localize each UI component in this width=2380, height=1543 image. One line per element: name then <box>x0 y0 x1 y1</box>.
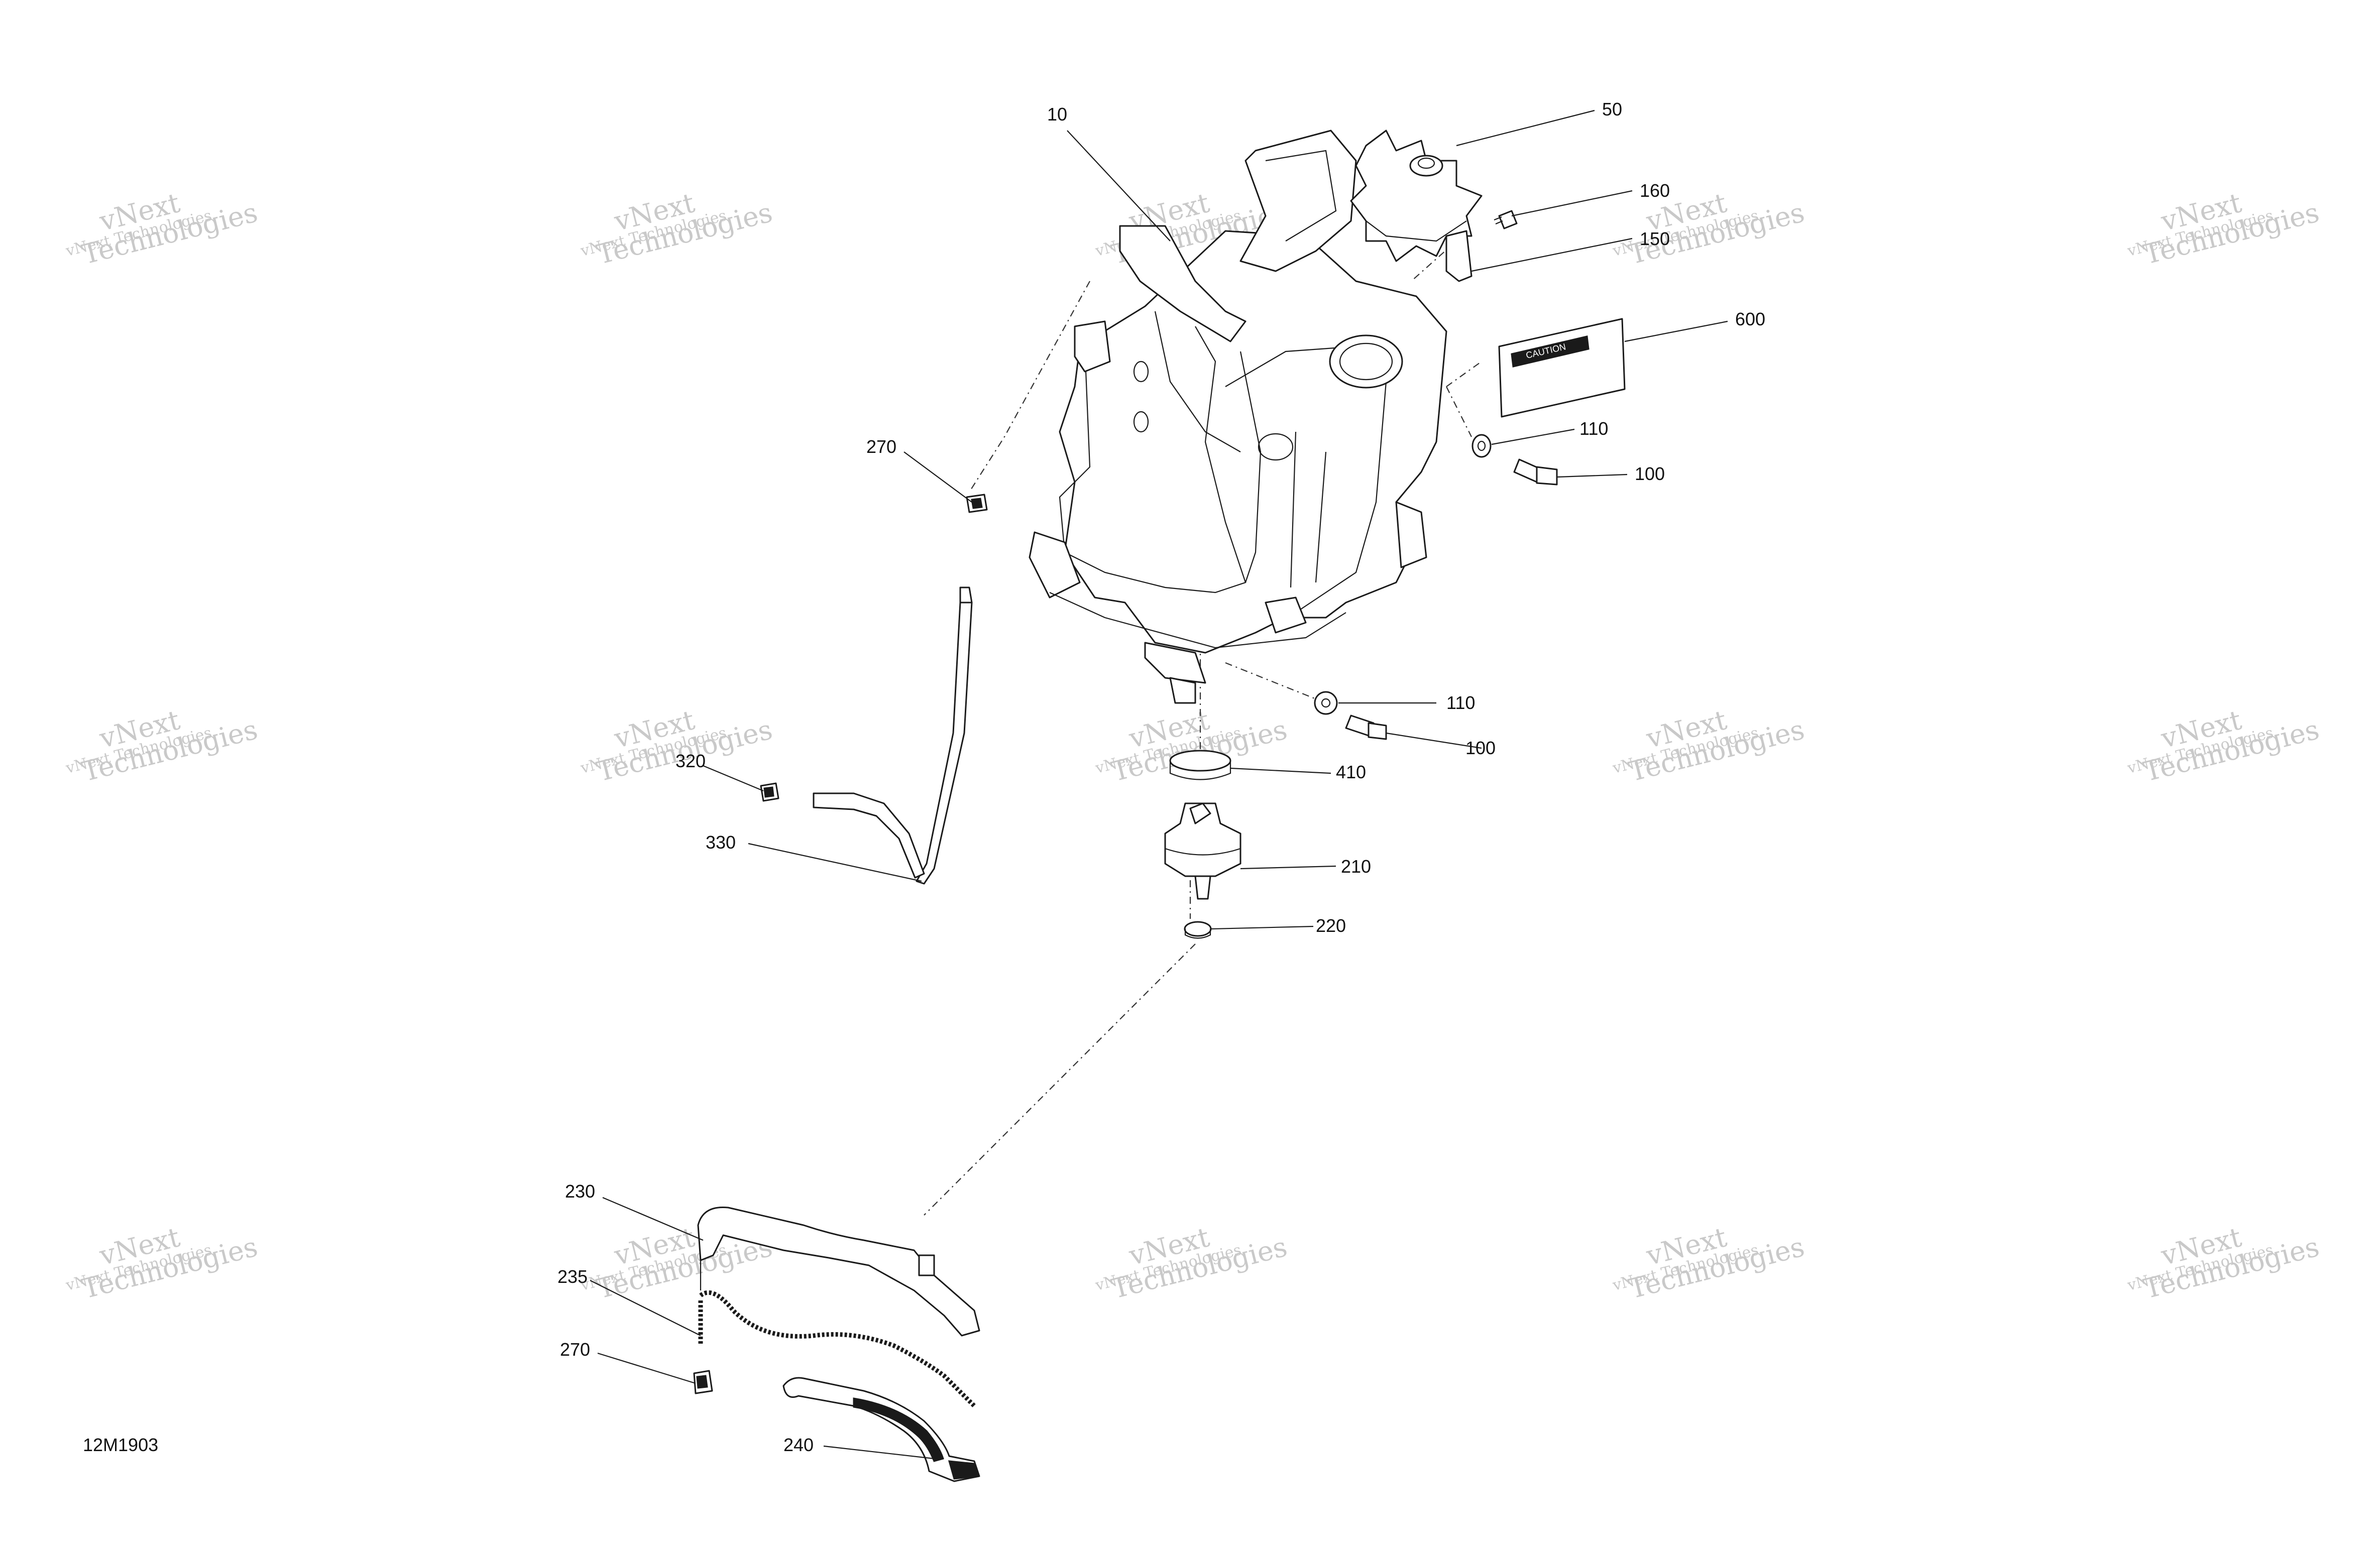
vent-hose-part-330 <box>813 586 973 885</box>
fuel-cap-part-50 <box>1350 130 1483 262</box>
callout-330: 330 <box>706 832 736 853</box>
fuel-tank-part-10 <box>1029 130 1447 704</box>
callout-600: 600 <box>1735 309 1765 329</box>
spring-part-235 <box>698 1290 976 1408</box>
callout-240: 240 <box>783 1435 814 1455</box>
clamp-part-220 <box>1184 921 1212 939</box>
callout-110-lower: 110 <box>1446 692 1475 713</box>
callout-100-lower: 100 <box>1465 738 1496 758</box>
hose-part-240 <box>782 1377 980 1482</box>
callout-50: 50 <box>1602 99 1622 120</box>
screw-part-160 <box>1494 210 1518 229</box>
clip-part-270-lower <box>693 1370 713 1394</box>
washer-part-110-upper <box>1471 434 1492 458</box>
caution-decal-part-600: CAUTION <box>1498 318 1626 418</box>
pump-part-210 <box>1164 802 1241 900</box>
washer-part-110-lower <box>1314 691 1338 715</box>
leader-lines <box>590 109 1728 1460</box>
clip-part-320 <box>760 782 779 802</box>
callout-10: 10 <box>1047 104 1067 125</box>
hose-part-230 <box>697 1206 980 1337</box>
callout-210: 210 <box>1341 856 1371 877</box>
clamp-part-410 <box>1169 750 1231 780</box>
clip-part-270-upper <box>966 494 988 513</box>
callout-270-lower: 270 <box>560 1339 590 1360</box>
callout-270-upper: 270 <box>866 436 896 457</box>
document-id: 12M1903 <box>83 1435 158 1455</box>
callout-150: 150 <box>1640 228 1670 249</box>
callout-320: 320 <box>675 751 706 771</box>
callout-160: 160 <box>1640 180 1670 201</box>
bolt-part-100-upper <box>1513 458 1558 486</box>
callout-110-upper: 110 <box>1579 418 1608 439</box>
callout-230: 230 <box>565 1181 595 1202</box>
assembly-lines <box>924 241 1482 1216</box>
callout-220: 220 <box>1316 915 1346 936</box>
callout-labels: 10 50 160 150 600 110 100 270 110 100 32… <box>557 99 1765 1455</box>
callout-235: 235 <box>557 1266 588 1287</box>
callout-100-upper: 100 <box>1635 463 1665 484</box>
tether-part-150 <box>1445 230 1472 282</box>
bolt-part-100-lower <box>1345 715 1387 740</box>
callout-410: 410 <box>1336 762 1366 782</box>
